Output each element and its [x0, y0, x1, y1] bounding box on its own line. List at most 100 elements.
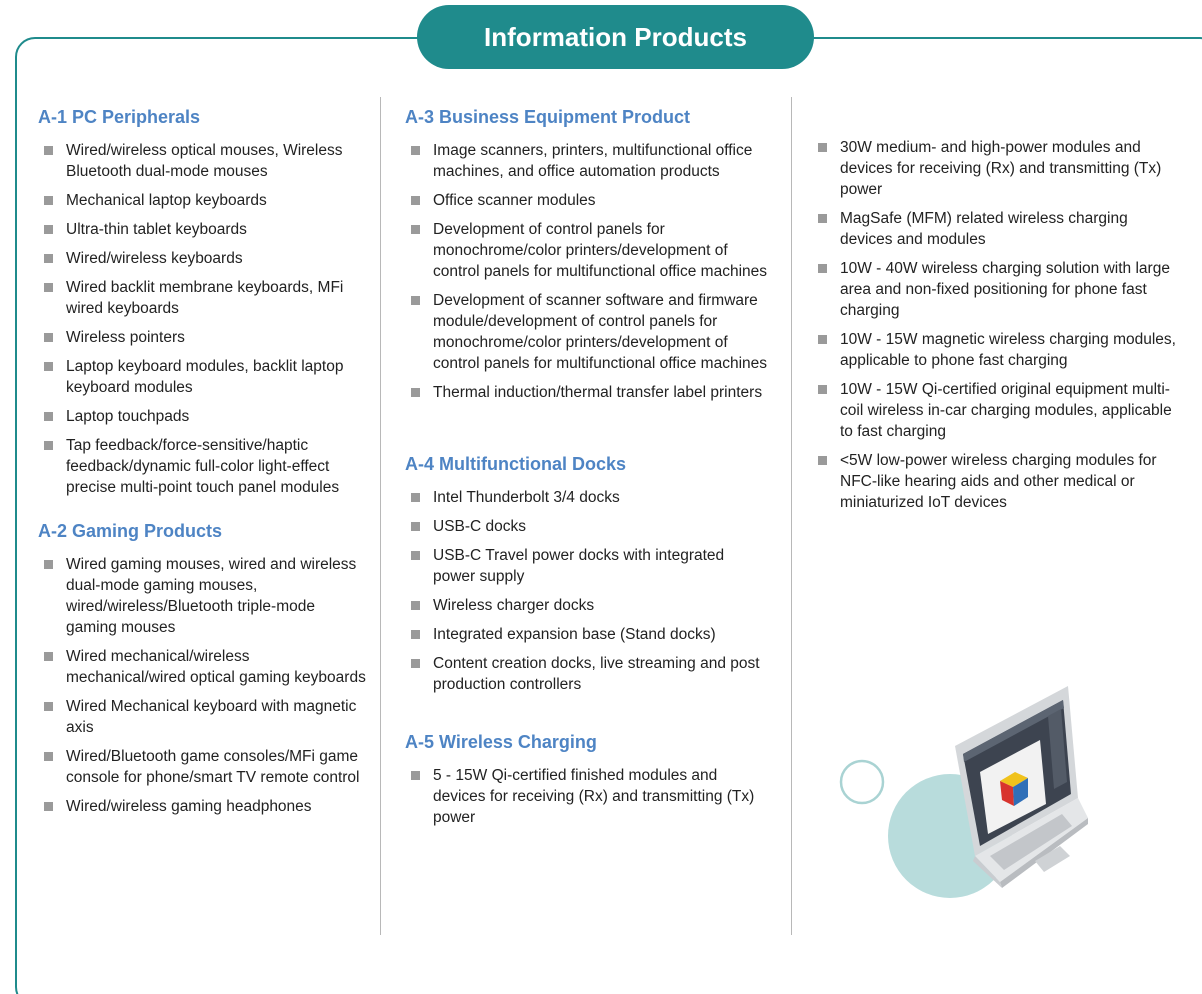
- list-item: Thermal induction/thermal transfer label…: [405, 382, 770, 403]
- list-item-text: Integrated expansion base (Stand docks): [433, 626, 716, 643]
- list-item: Image scanners, printers, multifunctiona…: [405, 140, 770, 182]
- list-item-text: Wired/wireless gaming headphones: [66, 798, 312, 815]
- list-item-text: Wireless pointers: [66, 329, 185, 346]
- list-item-text: Wired/wireless optical mouses, Wireless …: [66, 142, 343, 180]
- square-bullet-icon: [44, 412, 53, 421]
- list-item-text: <5W low-power wireless charging modules …: [840, 452, 1157, 511]
- square-bullet-icon: [44, 560, 53, 569]
- list-item-text: USB-C Travel power docks with integrated…: [433, 547, 725, 585]
- list-item-text: 10W - 15W Qi-certified original equipmen…: [840, 381, 1172, 440]
- section-heading: A-2 Gaming Products: [38, 521, 223, 541]
- square-bullet-icon: [411, 601, 420, 610]
- list-item: Laptop touchpads: [38, 406, 368, 427]
- list-item-text: Thermal induction/thermal transfer label…: [433, 384, 763, 401]
- list-item: USB-C Travel power docks with integrated…: [405, 545, 770, 587]
- list-item-text: Wired/Bluetooth game consoles/MFi game c…: [66, 748, 360, 786]
- list-item: Wireless pointers: [38, 327, 368, 348]
- item-list: 30W medium- and high-power modules and d…: [812, 137, 1177, 513]
- list-item-text: Development of control panels for monoch…: [433, 221, 767, 280]
- item-list: 5 - 15W Qi-certified finished modules an…: [405, 765, 770, 828]
- square-bullet-icon: [411, 659, 420, 668]
- laptop-illustration: [839, 686, 1088, 898]
- list-item: Wired backlit membrane keyboards, MFi wi…: [38, 277, 368, 319]
- item-list: Wired/wireless optical mouses, Wireless …: [38, 140, 368, 498]
- list-item: Office scanner modules: [405, 190, 770, 211]
- list-item-text: 10W - 15W magnetic wireless charging mod…: [840, 331, 1176, 369]
- list-item: Laptop keyboard modules, backlit laptop …: [38, 356, 368, 398]
- list-item: Integrated expansion base (Stand docks): [405, 624, 770, 645]
- list-item: Development of scanner software and firm…: [405, 290, 770, 374]
- section-heading: A-5 Wireless Charging: [405, 732, 597, 752]
- list-item: Ultra-thin tablet keyboards: [38, 219, 368, 240]
- list-item: MagSafe (MFM) related wireless charging …: [812, 208, 1177, 250]
- list-item-text: 10W - 40W wireless charging solution wit…: [840, 260, 1170, 319]
- square-bullet-icon: [44, 146, 53, 155]
- list-item: Development of control panels for monoch…: [405, 219, 770, 282]
- square-bullet-icon: [411, 146, 420, 155]
- list-item-text: Ultra-thin tablet keyboards: [66, 221, 247, 238]
- page-title: Information Products: [417, 5, 814, 69]
- list-item: Wired/Bluetooth game consoles/MFi game c…: [38, 746, 368, 788]
- list-item-text: Wired/wireless keyboards: [66, 250, 243, 267]
- list-item-text: Office scanner modules: [433, 192, 596, 209]
- list-item-text: MagSafe (MFM) related wireless charging …: [840, 210, 1128, 248]
- list-item: 10W - 15W magnetic wireless charging mod…: [812, 329, 1177, 371]
- list-item: Wireless charger docks: [405, 595, 770, 616]
- square-bullet-icon: [44, 254, 53, 263]
- list-item: Tap feedback/force-sensitive/haptic feed…: [38, 435, 368, 498]
- section-heading: A-4 Multifunctional Docks: [405, 454, 627, 474]
- square-bullet-icon: [818, 264, 827, 273]
- list-item: 10W - 40W wireless charging solution wit…: [812, 258, 1177, 321]
- laptop-icon: [955, 686, 1088, 888]
- list-item-text: Image scanners, printers, multifunctiona…: [433, 142, 753, 180]
- square-bullet-icon: [818, 385, 827, 394]
- square-bullet-icon: [44, 333, 53, 342]
- column-divider-2: [791, 97, 792, 935]
- list-item: 30W medium- and high-power modules and d…: [812, 137, 1177, 200]
- square-bullet-icon: [411, 551, 420, 560]
- column-2: A-3 Business Equipment Product Image sca…: [405, 106, 770, 836]
- square-bullet-icon: [818, 214, 827, 223]
- square-bullet-icon: [44, 802, 53, 811]
- square-bullet-icon: [411, 296, 420, 305]
- list-item-text: Wired gaming mouses, wired and wireless …: [66, 556, 357, 636]
- column-1: A-1 PC Peripherals Wired/wireless optica…: [38, 106, 368, 825]
- square-bullet-icon: [411, 225, 420, 234]
- item-list: Wired gaming mouses, wired and wireless …: [38, 554, 368, 817]
- square-bullet-icon: [44, 702, 53, 711]
- list-item-text: Development of scanner software and firm…: [433, 292, 767, 372]
- square-bullet-icon: [44, 283, 53, 292]
- list-item: Wired gaming mouses, wired and wireless …: [38, 554, 368, 638]
- list-item: USB-C docks: [405, 516, 770, 537]
- list-item: Content creation docks, live streaming a…: [405, 653, 770, 695]
- square-bullet-icon: [818, 143, 827, 152]
- square-bullet-icon: [411, 522, 420, 531]
- square-bullet-icon: [411, 388, 420, 397]
- section-heading: A-1 PC Peripherals: [38, 107, 201, 127]
- list-item: Mechanical laptop keyboards: [38, 190, 368, 211]
- list-item: 10W - 15W Qi-certified original equipmen…: [812, 379, 1177, 442]
- list-item: <5W low-power wireless charging modules …: [812, 450, 1177, 513]
- list-item-text: 30W medium- and high-power modules and d…: [840, 139, 1162, 198]
- square-bullet-icon: [818, 335, 827, 344]
- column-3: 30W medium- and high-power modules and d…: [812, 137, 1177, 521]
- list-item-text: USB-C docks: [433, 518, 527, 535]
- list-item: Wired mechanical/wireless mechanical/wir…: [38, 646, 368, 688]
- list-item-text: Laptop touchpads: [66, 408, 190, 425]
- item-list: Intel Thunderbolt 3/4 docks USB-C docks …: [405, 487, 770, 695]
- list-item: Intel Thunderbolt 3/4 docks: [405, 487, 770, 508]
- square-bullet-icon: [411, 196, 420, 205]
- section-heading: A-3 Business Equipment Product: [405, 107, 691, 127]
- item-list: Image scanners, printers, multifunctiona…: [405, 140, 770, 403]
- list-item-text: 5 - 15W Qi-certified finished modules an…: [433, 767, 755, 826]
- list-item-text: Tap feedback/force-sensitive/haptic feed…: [66, 437, 340, 496]
- square-bullet-icon: [44, 652, 53, 661]
- list-item: Wired/wireless optical mouses, Wireless …: [38, 140, 368, 182]
- column-divider-1: [380, 97, 381, 935]
- list-item-text: Wired backlit membrane keyboards, MFi wi…: [66, 279, 344, 317]
- list-item-text: Wired mechanical/wireless mechanical/wir…: [66, 648, 366, 686]
- square-bullet-icon: [411, 630, 420, 639]
- list-item: Wired/wireless gaming headphones: [38, 796, 368, 817]
- list-item-text: Wired Mechanical keyboard with magnetic …: [66, 698, 357, 736]
